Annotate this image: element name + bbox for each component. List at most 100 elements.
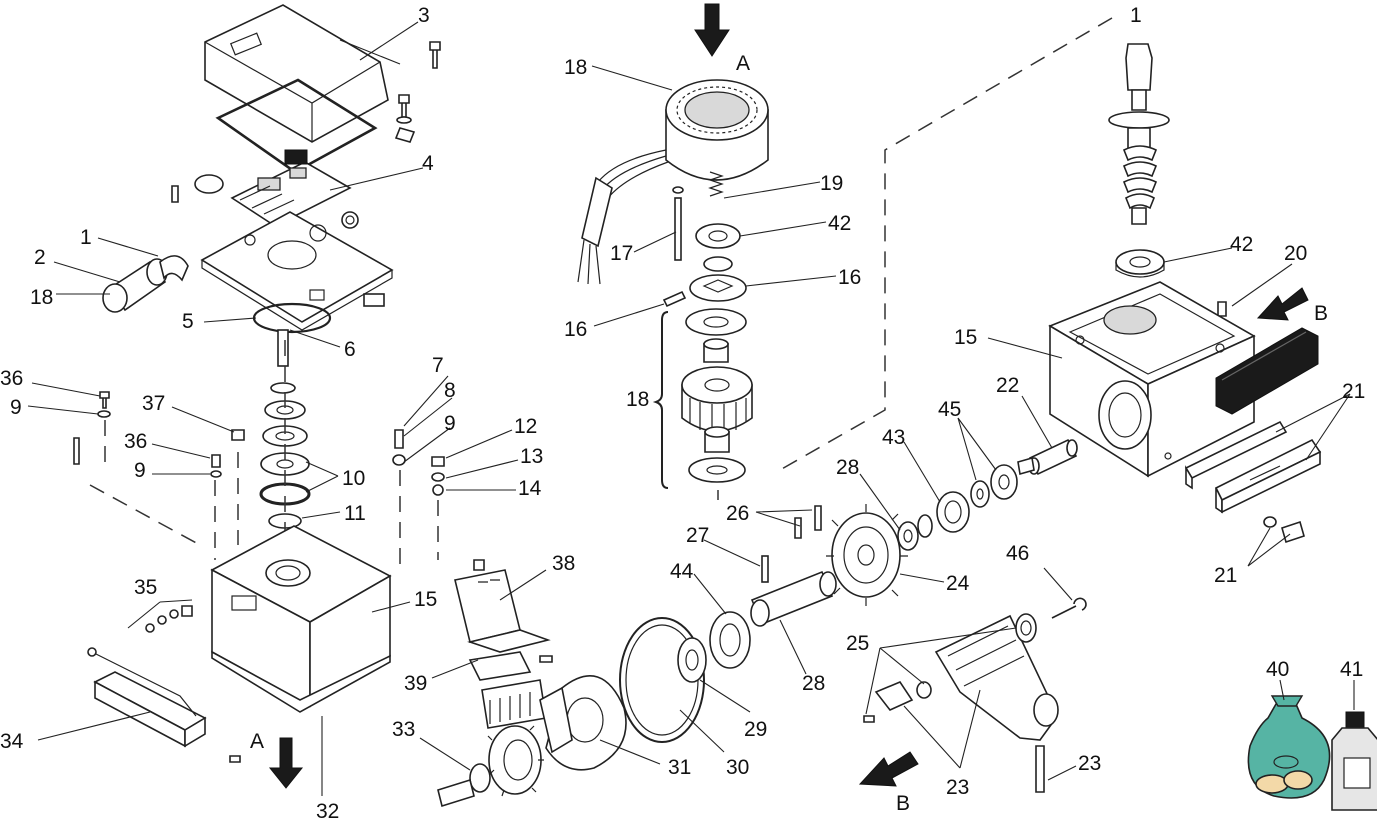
rubber-pad: [1215, 327, 1319, 415]
label-22: 22: [996, 374, 1019, 397]
motor-rotor: [652, 308, 753, 489]
label-45: 45: [938, 398, 961, 421]
arrow-down-icon: [268, 737, 304, 789]
label-12: 12: [514, 415, 537, 438]
circuit-board: [171, 149, 359, 229]
washer-16: [689, 274, 747, 302]
screws-21: [1263, 516, 1305, 544]
label-36-b: 36: [124, 430, 147, 453]
label-26: 26: [726, 502, 749, 525]
label-15-left: 15: [414, 588, 437, 611]
label-18-left: 18: [30, 286, 53, 309]
label-13: 13: [520, 445, 543, 468]
screw-46: [1051, 597, 1087, 619]
label-36-a: 36: [0, 367, 23, 390]
worm-shaft: [1108, 43, 1170, 225]
label-29: 29: [744, 718, 767, 741]
cover-screws: [394, 41, 441, 143]
label-7: 7: [432, 354, 444, 377]
label-21-rails: 21: [1342, 380, 1365, 403]
mounting-bracket-34: [87, 647, 241, 763]
label-8: 8: [444, 379, 456, 402]
bearing-42-right: [1115, 249, 1165, 278]
label-16-pin: 16: [564, 318, 587, 341]
control-box-cover: [204, 4, 401, 143]
label-20: 20: [1284, 242, 1307, 265]
capacitor: [102, 255, 189, 313]
grease-bag-icon: [1247, 695, 1331, 799]
oil-bottle-icon: [1331, 711, 1377, 811]
label-1-left: 1: [80, 226, 92, 249]
lever-parts-25: [863, 681, 932, 723]
bearing-43: [917, 491, 970, 538]
label-16-washer: 16: [838, 266, 861, 289]
label-b-bottom: B: [896, 792, 910, 815]
arrow-left-icon: [858, 751, 919, 787]
label-19: 19: [820, 172, 843, 195]
label-9-c: 9: [444, 412, 456, 435]
label-a-top: A: [736, 52, 750, 75]
label-37: 37: [142, 392, 165, 415]
pinion-stack: [259, 329, 311, 529]
fastener-screws-left: [73, 391, 445, 496]
motor-flange-31: [539, 675, 627, 771]
spring-19: [708, 171, 724, 197]
label-23-parts: 23: [946, 776, 969, 799]
label-46: 46: [1006, 542, 1029, 565]
leader-lines: [27, 21, 1355, 796]
label-9-b: 9: [134, 459, 146, 482]
label-35: 35: [134, 576, 157, 599]
label-40: 40: [1266, 658, 1289, 681]
bearing-44: [709, 611, 751, 669]
label-32: 32: [316, 800, 339, 823]
clip-39: [468, 651, 553, 729]
drive-gear-33: [437, 725, 544, 808]
label-44: 44: [670, 560, 694, 583]
tie-rod-17: [672, 186, 684, 261]
label-9-a: 9: [10, 396, 22, 419]
label-42-center: 42: [828, 212, 851, 235]
bearing-29: [677, 637, 707, 683]
label-28-a: 28: [802, 672, 825, 695]
label-18-stator: 18: [564, 56, 587, 79]
shaft-22: [1017, 438, 1078, 476]
label-30: 30: [726, 756, 749, 779]
label-1-right: 1: [1130, 4, 1142, 27]
label-39: 39: [404, 672, 427, 695]
label-43: 43: [882, 426, 905, 449]
pin-16: [662, 290, 687, 308]
label-5: 5: [182, 310, 194, 333]
gasket-30: [619, 617, 705, 743]
motor-dashed-outline: [717, 17, 1113, 500]
label-34: 34: [0, 730, 24, 753]
label-41: 41: [1340, 658, 1363, 681]
label-2: 2: [34, 246, 46, 269]
pin-20: [1217, 301, 1227, 317]
label-25: 25: [846, 632, 869, 655]
bearing-42-center: [695, 223, 741, 272]
label-33: 33: [392, 718, 415, 741]
label-38: 38: [552, 552, 575, 575]
label-11: 11: [344, 502, 366, 525]
release-lever-25: [934, 613, 1059, 741]
label-42-right: 42: [1230, 233, 1253, 256]
label-b-right: B: [1314, 302, 1328, 325]
label-18-rotor: 18: [626, 388, 649, 411]
callout-labels: 3 4 1 2 18 5 6 36 9 37 36 9 10 11 7 8 9 …: [0, 4, 1365, 823]
label-a-bottom: A: [250, 730, 264, 753]
alignment-lines-left: [89, 340, 439, 570]
washer-28: [897, 521, 919, 551]
mounting-rails-21: [1184, 420, 1322, 514]
label-15-right: 15: [954, 326, 977, 349]
label-23-pin: 23: [1078, 752, 1101, 775]
label-4: 4: [422, 152, 434, 175]
gearbox-housing-left: [210, 525, 392, 713]
arrow-down-icon: [694, 3, 730, 57]
base-plate: [200, 211, 394, 331]
cover-gasket: [215, 78, 378, 174]
label-17: 17: [610, 242, 633, 265]
label-31: 31: [668, 756, 691, 779]
label-24: 24: [946, 572, 970, 595]
label-21-screws: 21: [1214, 564, 1237, 587]
